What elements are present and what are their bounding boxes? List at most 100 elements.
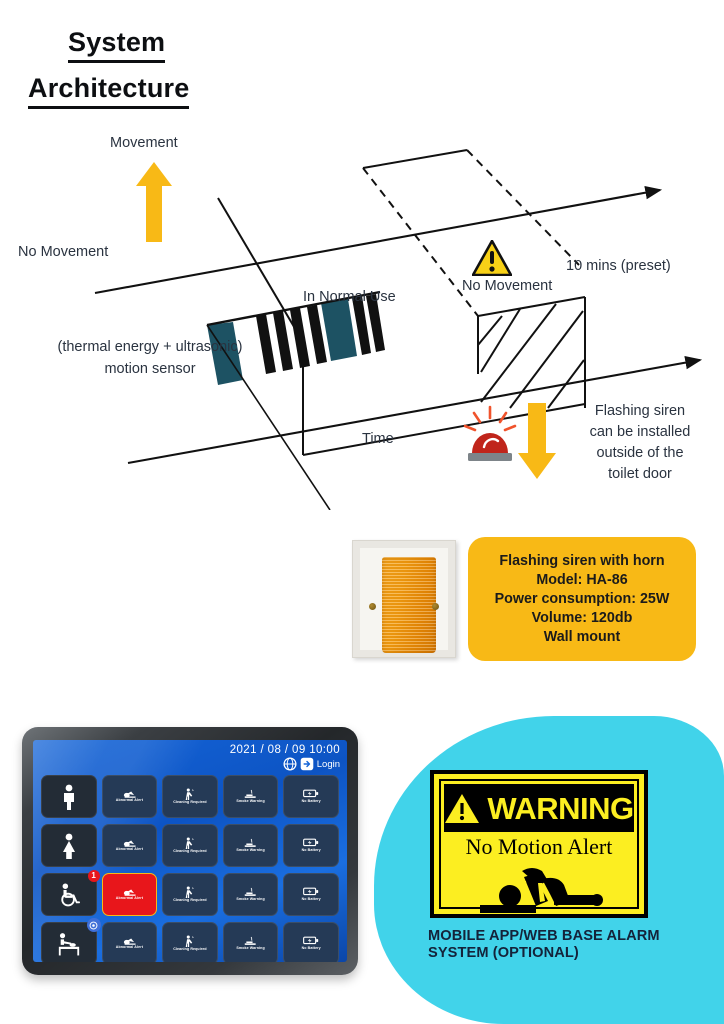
- siren-spec-model: Model: HA-86: [536, 571, 628, 588]
- siren-note-line-3: outside of the: [596, 445, 684, 461]
- mobile-app-caption: MOBILE APP/WEB BASE ALARM SYSTEM (OPTION…: [428, 928, 700, 962]
- status-tile-label: Smoke Warning: [236, 946, 265, 951]
- status-grid: Abnormal Alert Cleaning Required: [41, 775, 339, 962]
- cleaning-required-icon: [185, 886, 194, 898]
- siren-spec-card: Flashing siren with horn Model: HA-86 Po…: [468, 537, 696, 661]
- status-tile-smoke-warning[interactable]: Smoke Warning: [222, 775, 279, 818]
- no-motion-warning-sign: WARNING No Motion Alert: [430, 770, 648, 918]
- siren-spec-mount: Wall mount: [543, 628, 621, 645]
- normal-use-label: In Normal Use: [303, 289, 396, 305]
- status-tile-no-battery[interactable]: No Battery: [283, 922, 339, 962]
- smoke-warning-icon: [244, 936, 256, 945]
- status-tile-label: Abnormal Alert: [115, 896, 143, 901]
- siren-product-photo: [352, 540, 456, 658]
- room-tile-female-toilet[interactable]: [41, 824, 97, 867]
- status-tile-label: Cleaning Required: [173, 898, 207, 903]
- siren-down-arrow-icon: [518, 403, 556, 479]
- status-tile-abnormal-alert[interactable]: Abnormal Alert: [101, 922, 158, 962]
- siren-spec-title: Flashing siren with horn: [499, 552, 665, 569]
- no-movement-window-left: [362, 167, 479, 317]
- diagram-svg: [94, 149, 703, 510]
- status-tile-label: Abnormal Alert: [115, 847, 143, 852]
- room-tile-accessible-toilet[interactable]: 1: [41, 870, 100, 916]
- status-tile-cleaning-required[interactable]: Cleaning Required: [162, 775, 218, 818]
- siren-amber-lens: [382, 557, 436, 653]
- status-tile-smoke-warning[interactable]: Smoke Warning: [222, 824, 279, 867]
- account-controls: Login: [230, 757, 340, 771]
- y-axis-bottom-label: No Movement: [18, 244, 109, 260]
- no-battery-icon: [303, 839, 319, 847]
- smoke-warning-icon: [244, 887, 256, 896]
- cleaning-required-icon: [185, 935, 194, 947]
- upper-time-axis: [94, 186, 663, 295]
- baby-change-icon: [58, 932, 79, 955]
- status-tile-no-battery[interactable]: No Battery: [283, 873, 339, 916]
- status-tile-abnormal-alert-active[interactable]: Abnormal Alert: [101, 873, 158, 916]
- smoke-warning-icon: [244, 838, 256, 847]
- status-tile-label: Cleaning Required: [173, 947, 207, 952]
- status-tile-label: No Battery: [301, 945, 321, 950]
- siren-note-line-4: toilet door: [608, 466, 672, 482]
- status-tile-no-battery[interactable]: No Battery: [283, 824, 339, 867]
- no-battery-icon: [303, 790, 319, 798]
- status-tile-no-battery[interactable]: No Battery: [283, 775, 339, 818]
- sensor-label-line-2: motion sensor: [104, 361, 196, 377]
- status-tile-abnormal-alert[interactable]: Abnormal Alert: [101, 824, 158, 867]
- status-tile-label: Abnormal Alert: [115, 798, 143, 803]
- status-tile-smoke-warning[interactable]: Smoke Warning: [222, 873, 279, 916]
- status-tile-abnormal-alert[interactable]: Abnormal Alert: [101, 775, 158, 818]
- male-figure-icon: [63, 784, 74, 810]
- settings-badge-icon[interactable]: [86, 918, 101, 932]
- plane-diagonal-left: [217, 197, 304, 343]
- status-tile-label: Smoke Warning: [236, 897, 265, 902]
- status-tile-label: Smoke Warning: [236, 848, 265, 853]
- status-tile-label: No Battery: [301, 798, 321, 803]
- abnormal-alert-icon: [124, 840, 136, 847]
- tablet-device: 2021 / 08 / 09 10:00 Login: [22, 727, 358, 975]
- warning-triangle-icon: [472, 240, 512, 276]
- screen-top-bar: 2021 / 08 / 09 10:00 Login: [230, 744, 340, 771]
- siren-wall-plate: [360, 548, 448, 653]
- globe-icon[interactable]: [283, 757, 297, 771]
- status-tile-cleaning-required[interactable]: Cleaning Required: [162, 873, 218, 916]
- warning-triangle-icon: [445, 794, 480, 823]
- status-tile-smoke-warning[interactable]: Smoke Warning: [222, 922, 279, 962]
- status-tile-label: Cleaning Required: [173, 849, 207, 854]
- cleaning-required-icon: [185, 788, 194, 800]
- siren-spec-volume: Volume: 120db: [531, 609, 633, 626]
- siren-note-line-2: can be installed: [589, 424, 691, 440]
- status-tile-label: Smoke Warning: [236, 799, 265, 804]
- mobile-app-caption-line-2: SYSTEM (OPTIONAL): [428, 944, 579, 961]
- gear-icon: [89, 921, 98, 929]
- siren-screw-left: [369, 603, 376, 610]
- preset-duration-label: 10 mins (preset): [566, 258, 671, 274]
- status-tile-cleaning-required[interactable]: Cleaning Required: [162, 922, 218, 962]
- movement-up-arrow-icon: [136, 162, 172, 242]
- datetime-display: 2021 / 08 / 09 10:00: [229, 744, 340, 756]
- smoke-warning-icon: [244, 789, 256, 798]
- y-axis-top-label: Movement: [110, 135, 178, 151]
- page-title-line-1: System: [68, 26, 166, 63]
- warning-subhead: No Motion Alert: [465, 834, 613, 859]
- alert-count-badge: 1: [87, 870, 100, 882]
- abnormal-alert-icon: [124, 791, 136, 798]
- warning-headline: WARNING: [487, 790, 634, 826]
- lower-time-axis: [127, 355, 703, 465]
- siren-beacon-icon: [463, 405, 517, 461]
- wheelchair-icon: [61, 882, 80, 906]
- no-battery-icon: [303, 937, 319, 945]
- siren-screw-right: [432, 603, 439, 610]
- room-tile-male-toilet[interactable]: [41, 775, 97, 818]
- status-tile-label: No Battery: [301, 896, 321, 901]
- cleaning-required-icon: [185, 837, 194, 849]
- no-movement-window-top: [362, 149, 468, 169]
- status-tile-cleaning-required[interactable]: Cleaning Required: [162, 824, 218, 867]
- fallen-person-pictogram-wrap: [441, 861, 637, 913]
- login-arrow-icon[interactable]: [300, 757, 314, 771]
- login-button[interactable]: Login: [316, 758, 340, 770]
- room-tile-baby-change[interactable]: [41, 918, 101, 962]
- siren-spec-power: Power consumption: 25W: [494, 590, 670, 607]
- status-tile-label: No Battery: [301, 847, 321, 852]
- warning-sign-inner-frame: WARNING No Motion Alert: [439, 779, 639, 913]
